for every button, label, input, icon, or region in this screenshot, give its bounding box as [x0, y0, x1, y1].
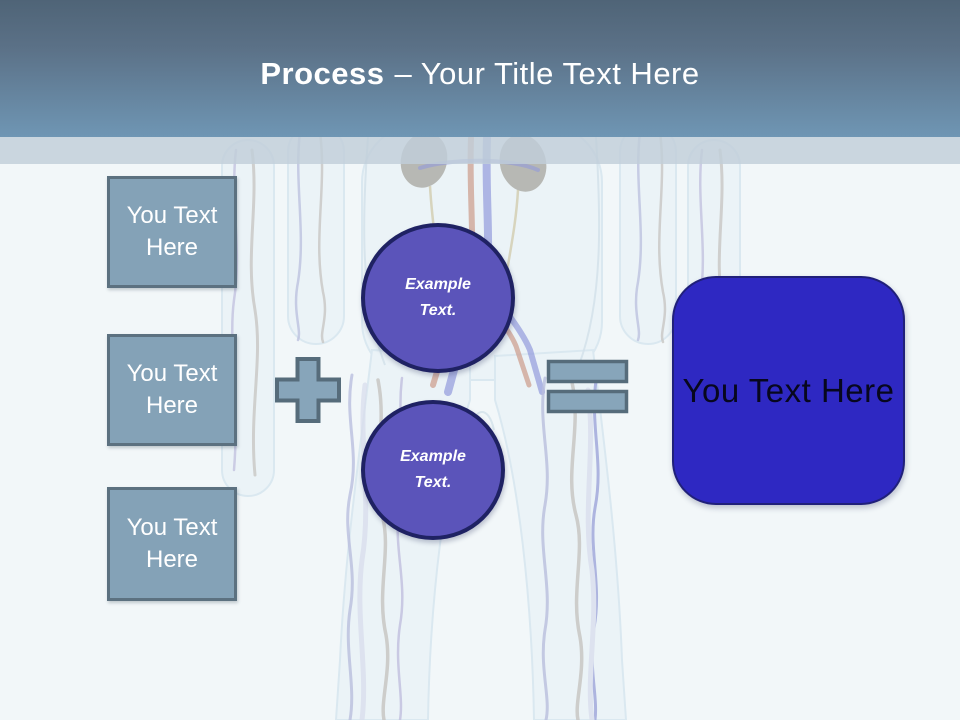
page-title-keyword: Process [260, 55, 385, 91]
page-title: Process– Your Title Text Here [260, 46, 699, 92]
input-box-2-label: You Text Here [126, 360, 218, 419]
example-circle-2-label: Example Text. [400, 448, 466, 491]
input-box-1-label: You Text Here [126, 202, 218, 261]
header-underline-band [0, 137, 960, 164]
input-box-3-label: You Text Here [126, 514, 218, 573]
example-circle-1-label: Example Text. [405, 276, 471, 319]
result-box[interactable]: You Text Here [672, 276, 905, 505]
input-box-2[interactable]: You Text Here [107, 334, 237, 446]
example-circle-1[interactable]: Example Text. [361, 223, 515, 373]
slide-header: Process– Your Title Text Here [0, 0, 960, 137]
page-title-subtitle: – Your Title Text Here [394, 55, 700, 91]
input-box-3[interactable]: You Text Here [107, 487, 237, 601]
result-box-label: You Text Here [682, 371, 895, 409]
input-box-1[interactable]: You Text Here [107, 176, 237, 288]
plus-icon [275, 357, 341, 423]
example-circle-2[interactable]: Example Text. [361, 400, 505, 540]
equals-icon [546, 359, 629, 414]
